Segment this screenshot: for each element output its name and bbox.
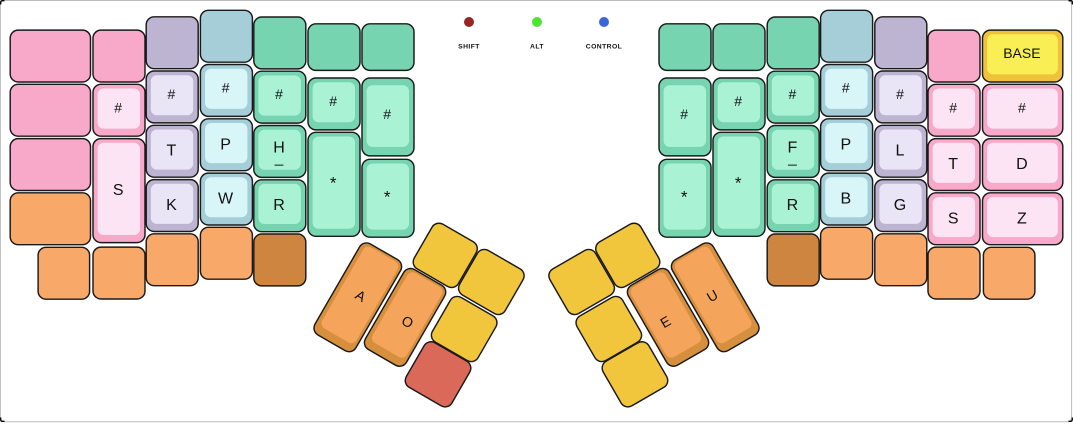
svg-text:*: * bbox=[681, 187, 688, 206]
svg-text:BASE: BASE bbox=[1003, 45, 1040, 61]
svg-text:#: # bbox=[734, 93, 742, 109]
svg-text:T: T bbox=[167, 143, 177, 160]
svg-text:#: # bbox=[222, 80, 230, 96]
svg-text:*: * bbox=[330, 173, 337, 192]
svg-text:G: G bbox=[894, 197, 906, 214]
svg-text:#: # bbox=[168, 86, 176, 102]
svg-text:Z: Z bbox=[1017, 210, 1027, 227]
svg-text:#: # bbox=[896, 86, 904, 102]
svg-text:#: # bbox=[842, 80, 850, 96]
svg-text:P: P bbox=[840, 136, 851, 153]
svg-text:#: # bbox=[949, 99, 957, 115]
svg-text:R: R bbox=[787, 197, 799, 214]
svg-text:#: # bbox=[789, 86, 797, 102]
svg-text:R: R bbox=[273, 197, 285, 214]
svg-text:S: S bbox=[113, 182, 124, 199]
svg-text:#: # bbox=[275, 86, 283, 102]
svg-text:*: * bbox=[735, 173, 742, 192]
svg-text:T: T bbox=[948, 156, 958, 173]
svg-text:ALT: ALT bbox=[530, 44, 544, 51]
svg-text:*: * bbox=[384, 187, 391, 206]
svg-text:CONTROL: CONTROL bbox=[586, 44, 622, 51]
svg-text:#: # bbox=[329, 93, 337, 109]
svg-text:H: H bbox=[273, 139, 285, 156]
svg-text:S: S bbox=[948, 210, 959, 227]
svg-text:P: P bbox=[220, 136, 231, 153]
svg-text:D: D bbox=[1016, 156, 1028, 173]
svg-text:K: K bbox=[166, 197, 177, 214]
svg-text:L: L bbox=[896, 143, 905, 160]
svg-text:#: # bbox=[680, 106, 688, 122]
svg-text:W: W bbox=[218, 191, 234, 208]
svg-text:#: # bbox=[383, 106, 391, 122]
svg-text:SHIFT: SHIFT bbox=[458, 44, 480, 51]
svg-text:F: F bbox=[788, 139, 798, 156]
svg-text:B: B bbox=[840, 191, 851, 208]
svg-text:#: # bbox=[1018, 99, 1026, 115]
svg-text:#: # bbox=[114, 99, 122, 115]
